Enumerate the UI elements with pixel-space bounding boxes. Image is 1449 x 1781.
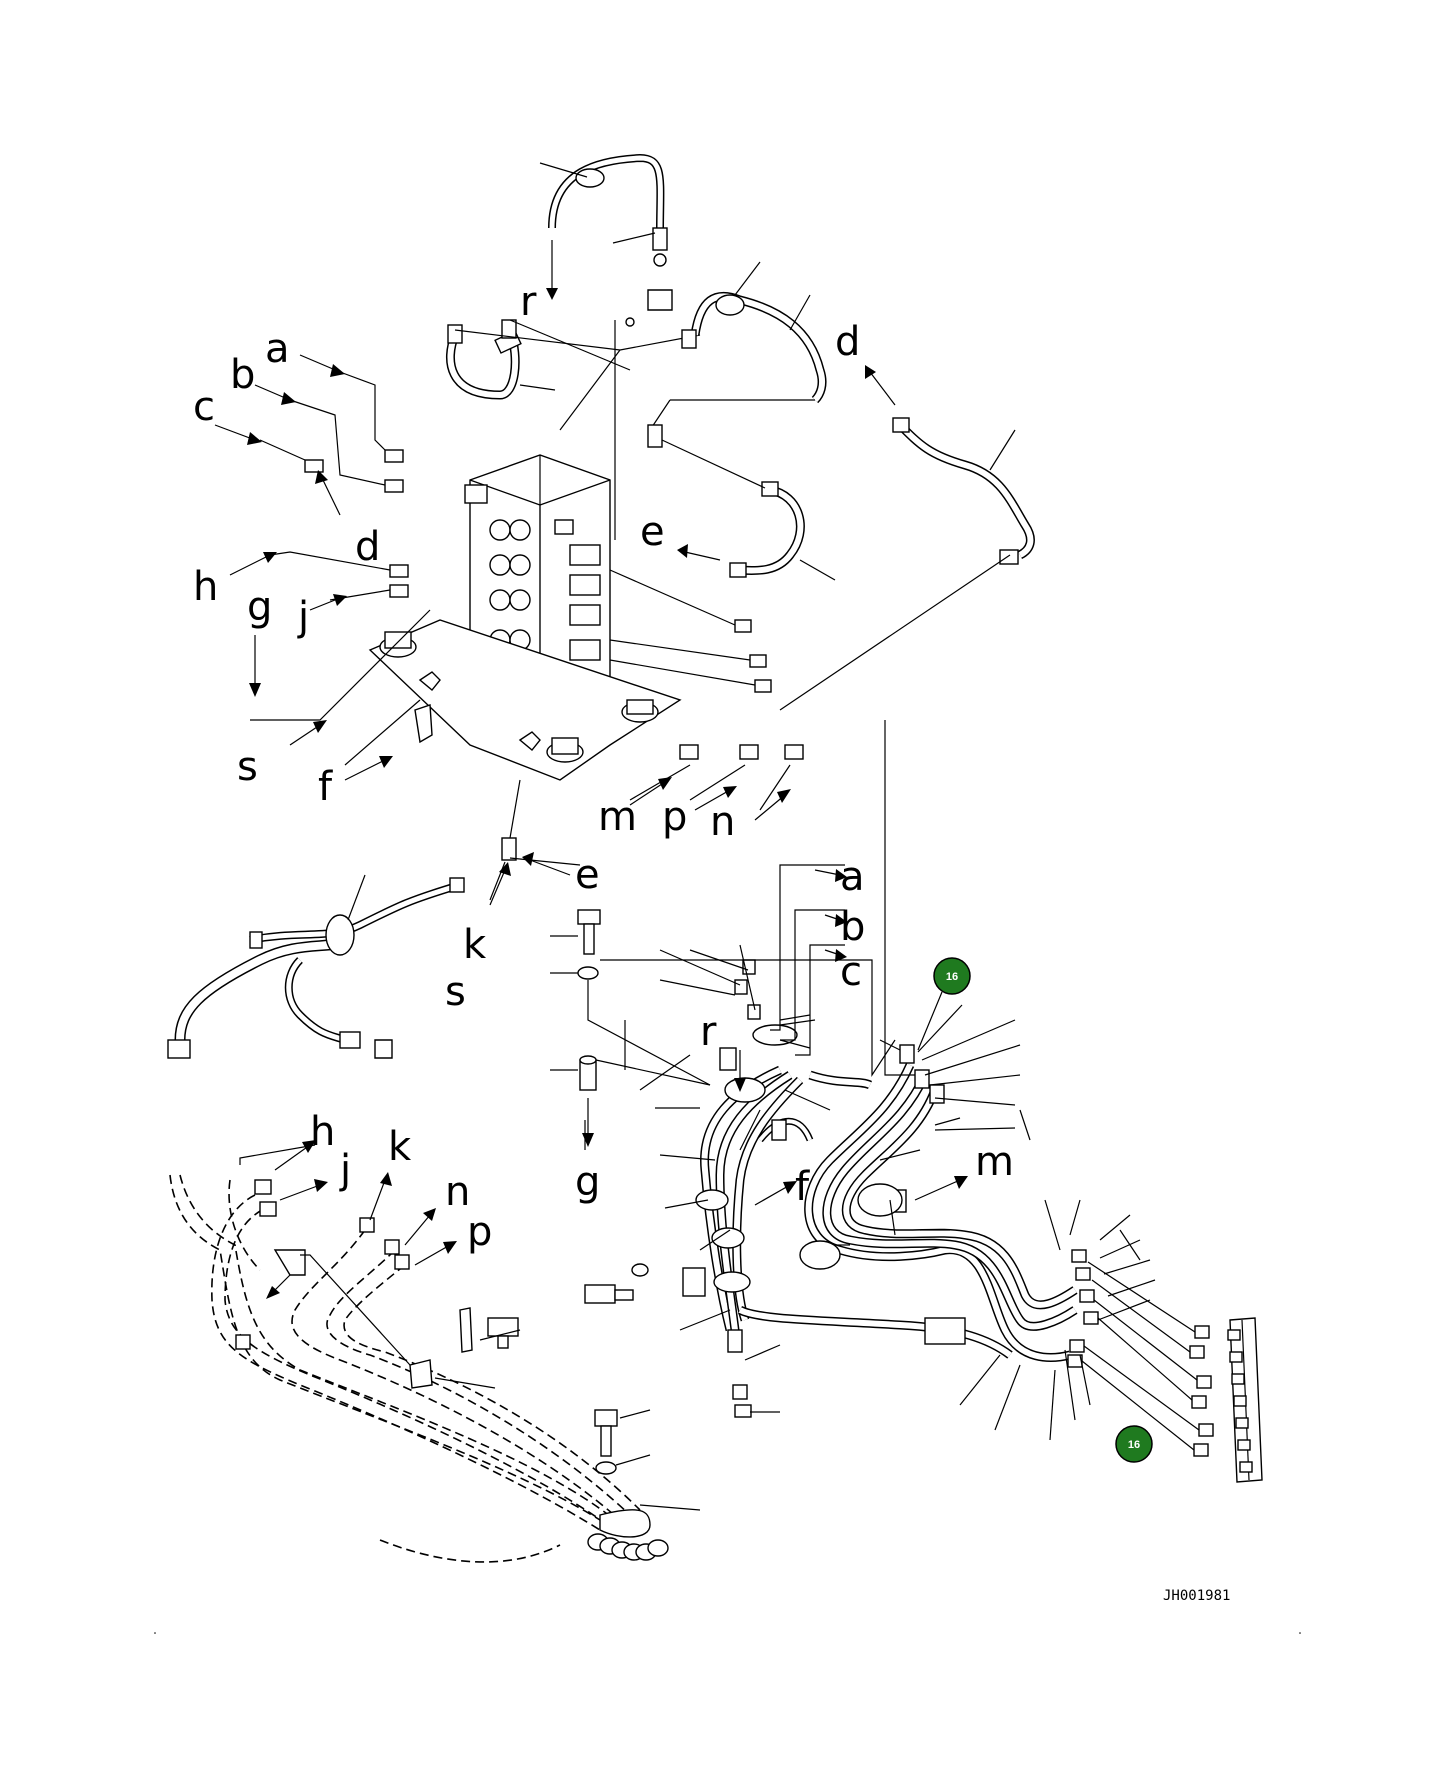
control-valve-block [304, 449, 1011, 861]
label-j-top: j [297, 594, 309, 640]
callout-16-upper[interactable]: 16 [917, 957, 971, 1051]
speck [1299, 1632, 1301, 1634]
label-b-top: b [230, 352, 255, 398]
hose-assembly-d-right [892, 417, 1035, 565]
label-m-top: m [598, 794, 637, 840]
label-a-top: a [265, 326, 290, 372]
label-p-top: p [662, 794, 687, 840]
label-d-left: d [355, 524, 380, 570]
hose-assembly-e [647, 424, 836, 581]
arrows-bottom-left [239, 1140, 457, 1266]
label-k-mid: k [463, 922, 487, 968]
hose-harness-main [584, 959, 1013, 1418]
hose-assembly-a-b [445, 319, 701, 431]
label-r-mid: r [700, 1009, 717, 1055]
label-j-bottom: j [339, 1147, 351, 1193]
callout-badge [1115, 1425, 1153, 1463]
label-f-mid: f [795, 1164, 810, 1210]
label-h-top: h [193, 564, 218, 610]
label-h-bottom: h [310, 1109, 335, 1155]
callout-16-lower[interactable]: 16 [1115, 1425, 1153, 1463]
hose-assembly-s [167, 874, 465, 1059]
label-r-top: r [520, 279, 537, 325]
bolt-washer-collar [550, 909, 711, 1147]
label-c-right: c [840, 949, 862, 995]
label-n-top: n [710, 799, 735, 845]
label-m-mid: m [975, 1139, 1014, 1185]
label-c-top: c [193, 384, 215, 430]
speck [154, 1632, 156, 1634]
label-s-top: s [237, 744, 258, 790]
dashed-hose-harness [169, 1174, 641, 1563]
label-s-mid: s [445, 969, 466, 1015]
drawing-code: JH001981 [1163, 1588, 1230, 1604]
reference-labels: a b c d d e h g j s f m p n r e k s a b … [193, 279, 1014, 1255]
callout-number: 16 [1128, 1439, 1140, 1451]
label-d-right: d [835, 319, 860, 365]
label-n-bottom: n [445, 1169, 470, 1215]
label-g-top: g [247, 584, 272, 630]
label-f-top: f [318, 764, 333, 810]
label-a-right: a [840, 854, 865, 900]
arrows-top [214, 354, 896, 906]
return-pipe-assembly [539, 153, 673, 540]
label-k-bottom: k [388, 1124, 412, 1170]
distribution-manifold [1067, 1214, 1263, 1483]
leader-lines-right [639, 864, 1141, 1441]
callout-number: 16 [946, 971, 958, 983]
bottom-bolt-clamp [587, 1409, 701, 1561]
callout-badge [933, 957, 971, 995]
label-g-mid: g [575, 1159, 600, 1205]
hose-assembly-d-upper [649, 261, 827, 431]
label-e-top: e [640, 509, 665, 555]
label-p-bottom: p [467, 1209, 492, 1255]
label-e-mid: e [575, 852, 600, 898]
label-b-right: b [840, 904, 865, 950]
arrows-right [584, 869, 968, 1206]
